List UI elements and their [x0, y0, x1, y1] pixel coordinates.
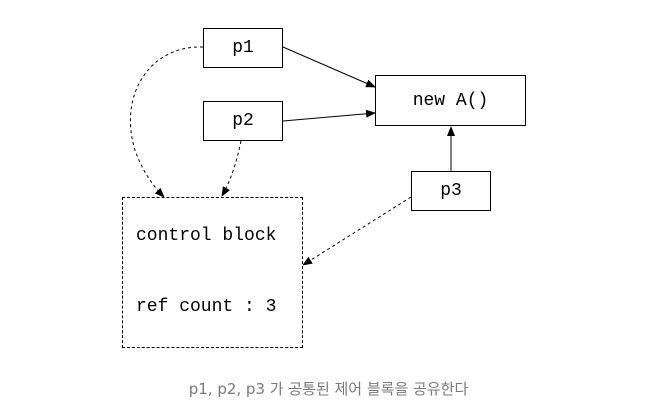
node-p2: p2 [203, 101, 283, 141]
edge-p1-to-control-block [130, 46, 204, 198]
node-p1-label: p1 [232, 38, 254, 58]
node-p3-label: p3 [440, 181, 462, 201]
node-p3: p3 [411, 171, 491, 211]
edge-p3-to-control-block [302, 196, 412, 266]
node-new-a-label: new A() [412, 90, 489, 111]
control-block: control block ref count : 3 [122, 197, 303, 348]
edge-p2-to-control-block [221, 140, 242, 197]
node-new-a: new A() [375, 75, 526, 126]
node-p2-label: p2 [232, 111, 254, 131]
figure-caption: p1, p2, p3 가 공통된 제어 블록을 공유한다 [188, 380, 469, 398]
control-block-title: control block [136, 226, 277, 246]
edge-p2-to-new-a [282, 109, 376, 122]
edge-p1-to-new-a [282, 46, 376, 88]
control-block-ref-count: ref count : 3 [136, 297, 277, 317]
node-p1: p1 [203, 28, 283, 68]
